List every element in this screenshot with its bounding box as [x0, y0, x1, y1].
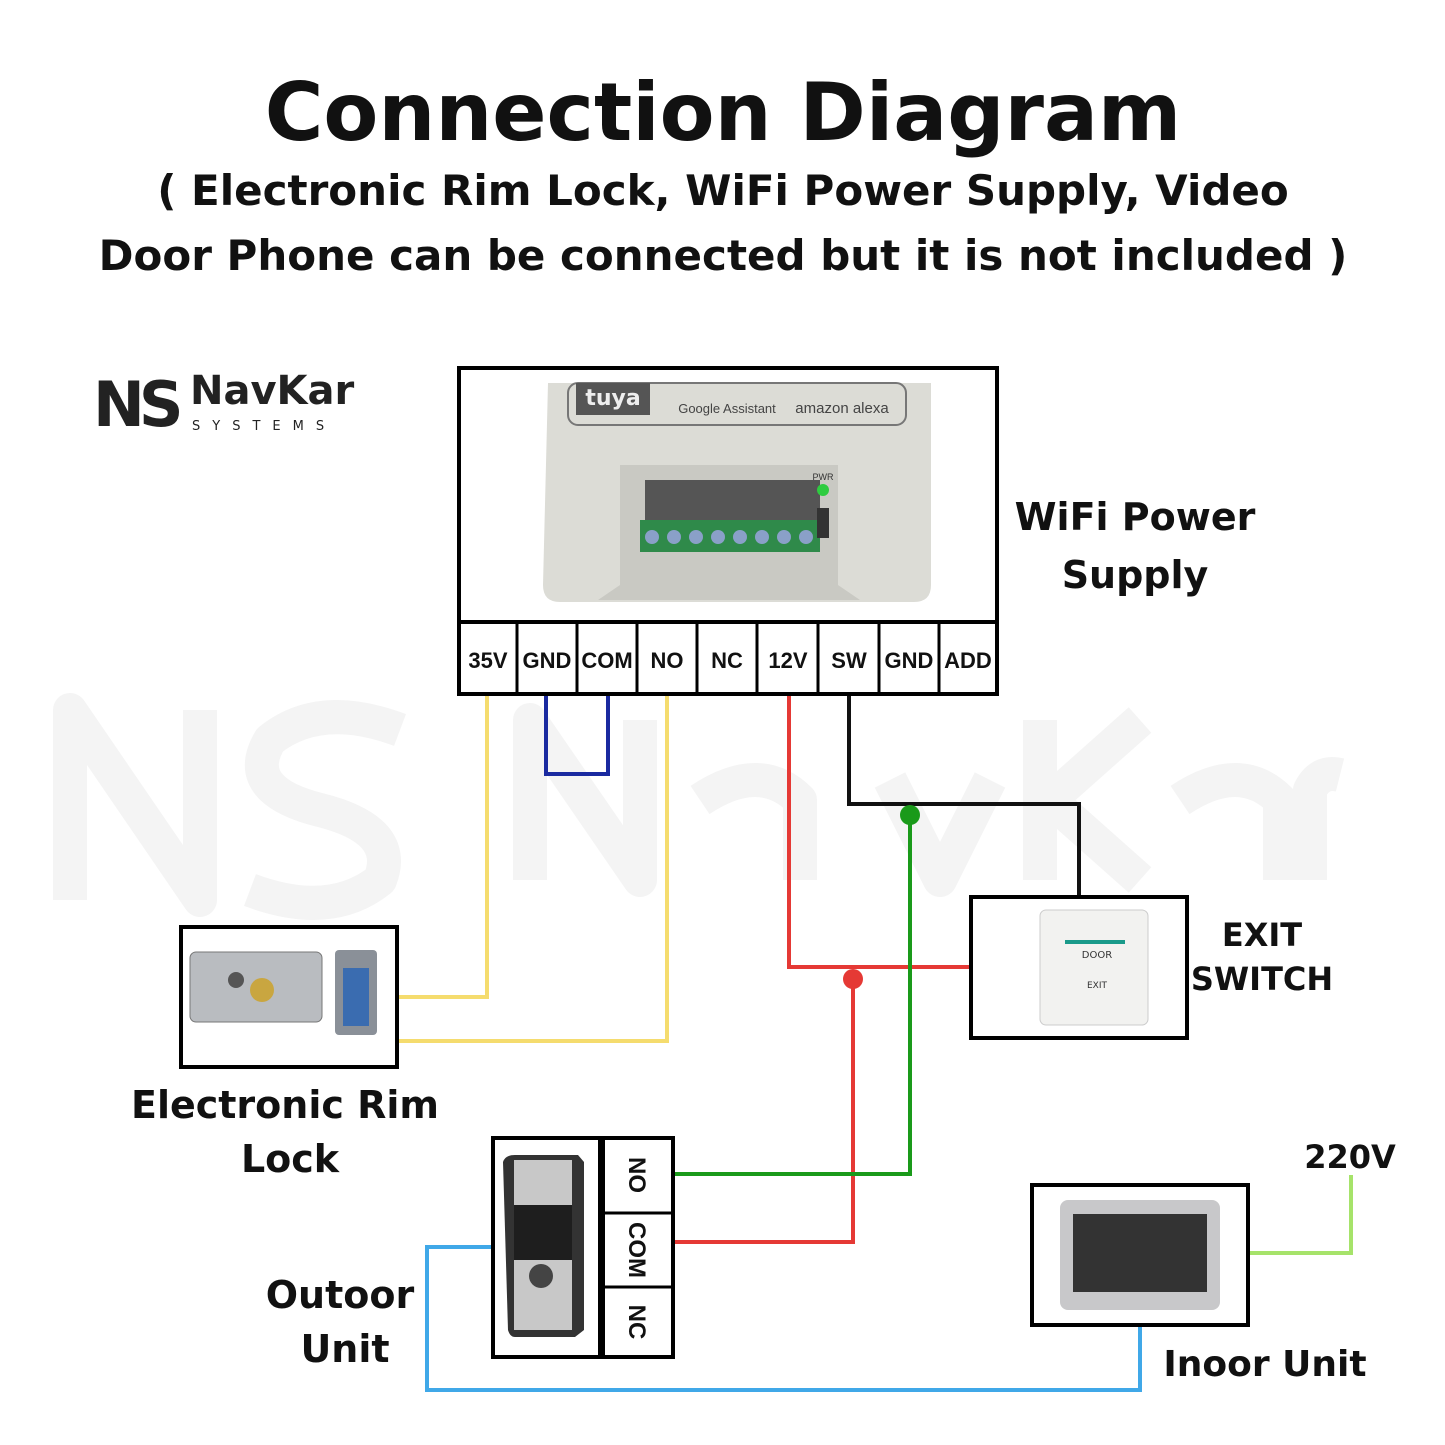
watermark-name-n: [513, 703, 657, 897]
outdoor-unit-label-2: Unit: [300, 1327, 389, 1371]
wifi-device-image: tuya Google Assistant amazon alexa PWR: [543, 382, 931, 602]
terminal-gnd-2: GND: [885, 648, 934, 673]
terminal-35v: 35V: [468, 648, 507, 673]
wire-blue-video: [425, 1245, 1142, 1392]
wire-black-sw: [847, 694, 1081, 897]
watermark-name-rest: [690, 707, 1345, 897]
wire-yellow-no: [398, 694, 669, 1043]
exit-switch-label-2: SWITCH: [1191, 960, 1333, 998]
terminal-dividers: [515, 622, 941, 694]
logo-tagline: SYSTEMS: [192, 419, 336, 434]
wifi-power-supply-label-1: WiFi Power: [1015, 495, 1256, 539]
power-220v-label: 220V: [1304, 1138, 1396, 1176]
outdoor-unit: NO COM NC: [491, 1136, 675, 1359]
junction-red: [843, 969, 863, 989]
terminal-gnd: GND: [523, 648, 572, 673]
pwr-led: [817, 484, 829, 496]
alexa-text: amazon alexa: [795, 400, 889, 417]
tuya-brand-text: tuya: [585, 386, 640, 411]
subtitle-line-2: Door Phone can be connected but it is no…: [99, 231, 1348, 280]
switch-door-text: DOOR: [1082, 950, 1112, 961]
navkar-logo: NS NavKar SYSTEMS: [93, 368, 355, 441]
page-title: Connection Diagram: [265, 66, 1182, 159]
indoor-unit: [1030, 1183, 1250, 1327]
terminal-nc: NC: [711, 648, 743, 673]
watermark: [53, 693, 1345, 920]
outdoor-terminal-no: NO: [623, 1157, 650, 1193]
wire-lightgreen-220v: [1248, 1175, 1353, 1255]
logo-name: NavKar: [190, 368, 355, 414]
outdoor-terminal-nc: NC: [623, 1305, 650, 1340]
terminal-12v: 12V: [768, 648, 807, 673]
outdoor-unit-label-1: Outoor: [266, 1273, 415, 1317]
wifi-power-supply: tuya Google Assistant amazon alexa PWR 3…: [457, 366, 999, 696]
outdoor-terminal-com: COM: [623, 1222, 650, 1278]
wire-green-no: [672, 815, 912, 1176]
indoor-unit-label: Inoor Unit: [1163, 1344, 1366, 1385]
wire-red-com: [672, 979, 855, 1244]
google-assistant-text: Google Assistant: [678, 401, 776, 416]
electronic-rim-lock: [179, 925, 399, 1069]
exit-switch-label-1: EXIT: [1222, 916, 1302, 954]
wires: [398, 694, 1353, 1392]
switch-exit-text: EXIT: [1087, 981, 1108, 991]
logo-mark: NS: [93, 368, 180, 441]
terminal-com: COM: [581, 648, 632, 673]
rim-lock-label-1: Electronic Rim: [131, 1083, 439, 1127]
subtitle-line-1: ( Electronic Rim Lock, WiFi Power Supply…: [157, 166, 1289, 215]
pwr-led-label: PWR: [813, 472, 834, 482]
wifi-power-supply-label-2: Supply: [1062, 553, 1209, 597]
wire-blue-jumper: [544, 694, 610, 776]
exit-switch: DOOR EXIT: [969, 895, 1189, 1040]
watermark-mark-s: [244, 700, 406, 920]
terminal-add: ADD: [944, 648, 992, 673]
terminal-no: NO: [651, 648, 684, 673]
rim-lock-label-2: Lock: [241, 1137, 340, 1181]
wire-yellow-35v: [398, 694, 489, 999]
terminal-sw: SW: [831, 648, 867, 673]
watermark-mark-n: [53, 693, 217, 917]
junction-green: [900, 805, 920, 825]
